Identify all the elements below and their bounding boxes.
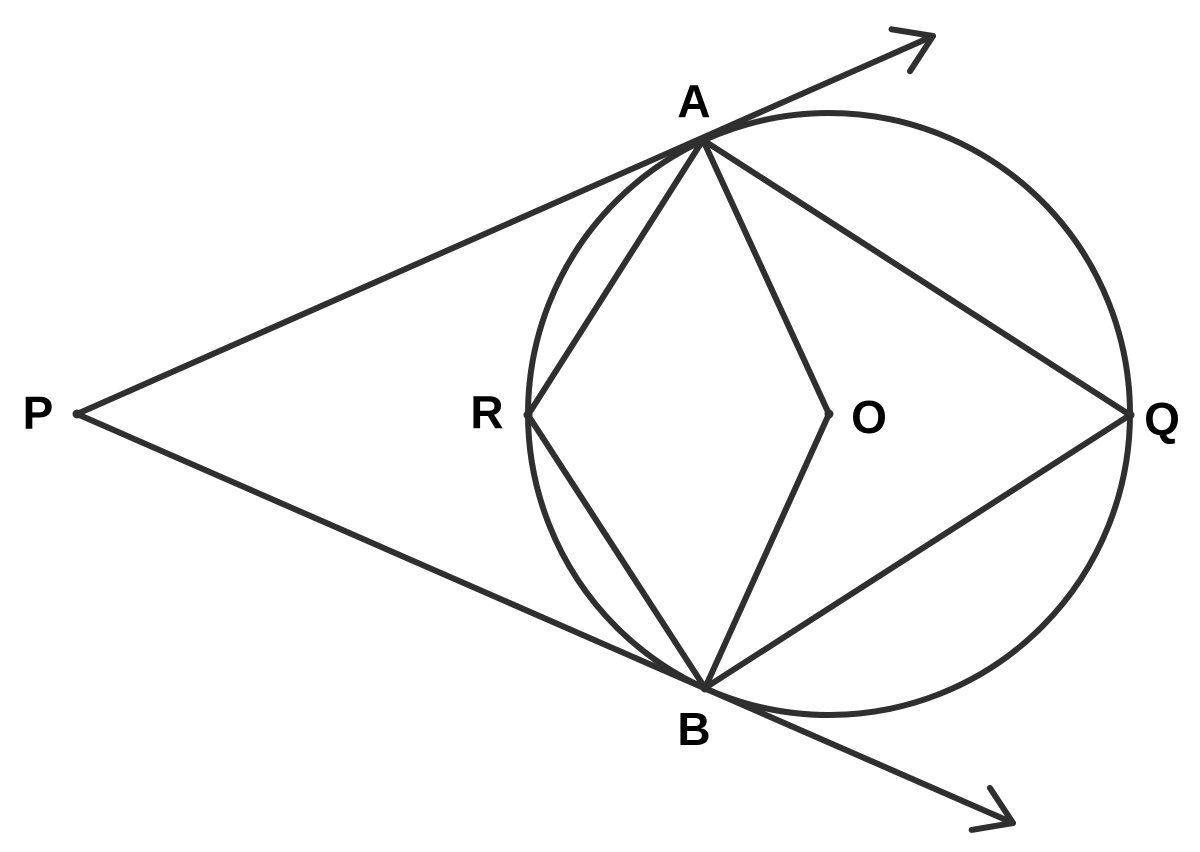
point-B (700, 683, 710, 693)
label-R: R (470, 386, 503, 438)
label-A: A (677, 75, 710, 127)
tangent-ray-P-A-arrowhead-icon (888, 26, 936, 75)
segment-B-R (525, 412, 708, 691)
point-O (824, 409, 834, 419)
label-P: P (23, 387, 54, 439)
segment-A-Q (700, 137, 1133, 418)
point-A (698, 135, 708, 145)
label-Q: Q (1144, 393, 1180, 445)
segment-B-O (702, 411, 832, 691)
segment-B-Q (702, 412, 1133, 691)
segment-A-O (700, 137, 832, 417)
point-P (72, 409, 82, 419)
tangent-ray-P-B (74, 411, 1016, 826)
point-Q (1125, 410, 1135, 420)
tangent-ray-P-A (74, 33, 936, 417)
label-B: B (677, 703, 710, 755)
label-O: O (851, 391, 887, 443)
segment-A-R (525, 137, 706, 418)
tangent-ray-P-B-arrowhead-icon (968, 784, 1016, 833)
point-R (523, 410, 533, 420)
